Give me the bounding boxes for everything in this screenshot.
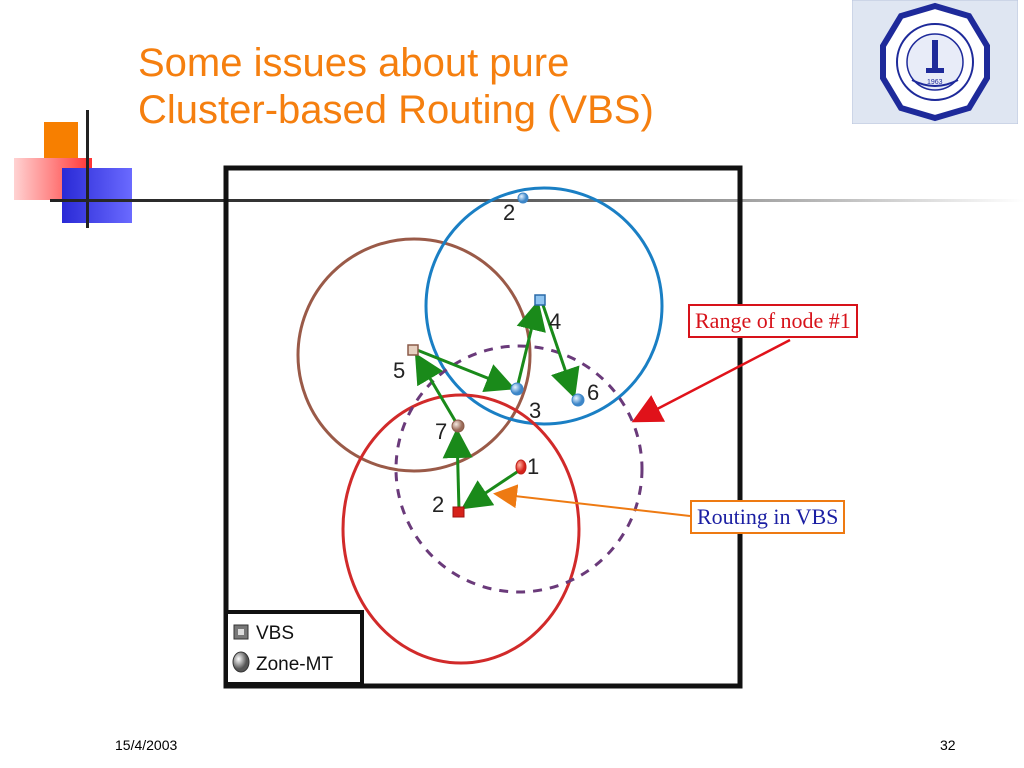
legend-vbs-icon-inner <box>238 629 244 635</box>
page-title: Some issues about pure Cluster-based Rou… <box>138 40 838 134</box>
university-logo: 1963 <box>851 0 1019 125</box>
node-6 <box>571 393 585 407</box>
node-label-1: 1 <box>527 454 539 479</box>
route-arrow-2-7 <box>442 428 473 511</box>
callout-arrow-range <box>631 338 791 423</box>
node-1 <box>515 459 527 475</box>
legend-box <box>224 610 364 686</box>
node-3 <box>510 382 524 396</box>
route-arrow-4-6 <box>541 304 580 399</box>
node-5-vbs <box>407 344 419 356</box>
callout-arrow-routing <box>493 484 691 517</box>
footer-page-number: 32 <box>940 737 956 753</box>
node-label-7: 7 <box>435 419 447 444</box>
logo-year: 1963 <box>927 79 943 86</box>
node-2-top <box>517 192 529 204</box>
node-4-vbs <box>534 294 546 306</box>
route-arrow-5-3 <box>416 348 516 393</box>
legend-zone-mt-icon <box>232 651 250 673</box>
range-circle-node-5 <box>296 237 532 473</box>
node-label-5: 5 <box>393 358 405 383</box>
legend-zone-mt-label: Zone-MT <box>256 654 333 675</box>
header-rule <box>50 199 1024 202</box>
range-circle-node-2 <box>341 393 581 665</box>
title-line-2: Cluster-based Routing (VBS) <box>138 88 654 132</box>
diagram-frame <box>223 165 743 689</box>
university-seal-icon: 1963 <box>851 0 1019 125</box>
node-label-2: 2 <box>432 492 444 517</box>
node-label-6: 6 <box>587 380 599 405</box>
title-line-1: Some issues about pure <box>138 41 570 85</box>
route-arrow-1-2 <box>461 468 521 510</box>
deco-vertical-rule <box>86 110 89 228</box>
legend-vbs-label: VBS <box>256 623 294 644</box>
callout-range-label: Range of node #1 <box>688 304 858 338</box>
range-circle-node-1-dashed <box>394 344 644 594</box>
node-label-3: 3 <box>529 398 541 423</box>
route-arrow-7-5 <box>414 352 459 425</box>
node-7 <box>451 419 465 433</box>
node-2-vbs <box>452 506 465 518</box>
deco-blue-square <box>62 168 132 223</box>
range-circle-node-4 <box>424 186 664 426</box>
node-label-4: 4 <box>549 309 561 334</box>
node-label-top-2: 2 <box>503 200 515 225</box>
route-arrow-3-4 <box>516 300 546 385</box>
footer-date: 15/4/2003 <box>115 737 178 753</box>
callout-routing-label: Routing in VBS <box>690 500 846 534</box>
